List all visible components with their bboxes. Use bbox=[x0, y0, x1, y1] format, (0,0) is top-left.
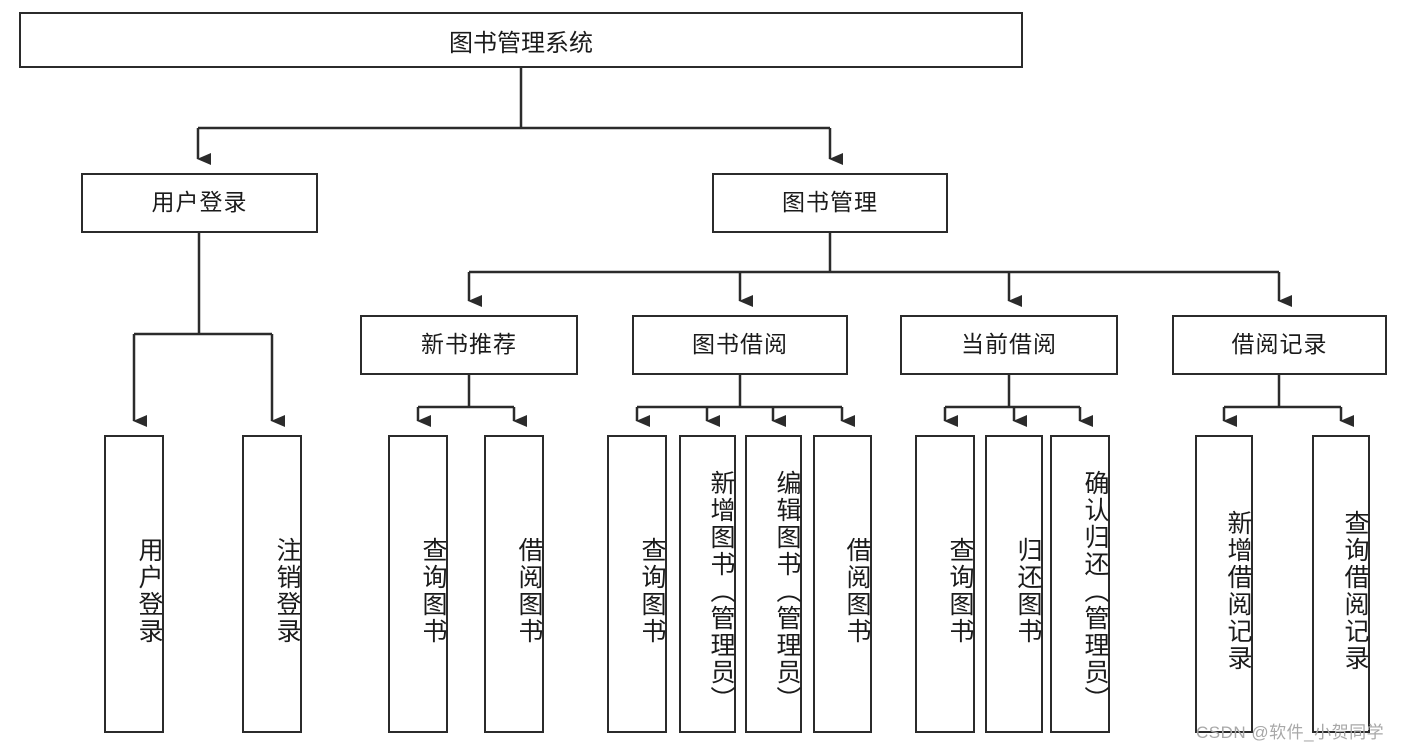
leaf-add-book-admin[interactable]: 新增图书（管理员） bbox=[679, 435, 736, 733]
leaf-borrow-book-label: 借阅图书 bbox=[843, 537, 871, 645]
leaf-borrow-book[interactable]: 借阅图书 bbox=[813, 435, 872, 733]
leaf-user-login[interactable]: 用户登录 bbox=[104, 435, 164, 733]
leaf-query-book-new[interactable]: 查询图书 bbox=[388, 435, 448, 733]
leaf-borrow-book-new[interactable]: 借阅图书 bbox=[484, 435, 544, 733]
leaf-edit-book-admin-label: 编辑图书（管理员） bbox=[773, 469, 801, 713]
leaf-add-borrow-record[interactable]: 新增借阅记录 bbox=[1195, 435, 1253, 733]
csdn-watermark: CSDN @软件_小贺同学 bbox=[1196, 723, 1385, 742]
node-book-management-label: 图书管理 bbox=[782, 189, 878, 216]
leaf-query-book-current[interactable]: 查询图书 bbox=[915, 435, 975, 733]
node-user-login[interactable]: 用户登录 bbox=[81, 173, 318, 233]
node-borrow-record[interactable]: 借阅记录 bbox=[1172, 315, 1387, 375]
leaf-confirm-return-admin[interactable]: 确认归还（管理员） bbox=[1050, 435, 1110, 733]
node-new-book-recommend-label: 新书推荐 bbox=[421, 331, 517, 358]
leaf-return-book[interactable]: 归还图书 bbox=[985, 435, 1043, 733]
node-book-borrow[interactable]: 图书借阅 bbox=[632, 315, 848, 375]
node-book-management[interactable]: 图书管理 bbox=[712, 173, 948, 233]
leaf-logout[interactable]: 注销登录 bbox=[242, 435, 302, 733]
node-book-borrow-label: 图书借阅 bbox=[692, 331, 788, 358]
node-borrow-record-label: 借阅记录 bbox=[1231, 331, 1328, 358]
leaf-edit-book-admin[interactable]: 编辑图书（管理员） bbox=[745, 435, 802, 733]
leaf-borrow-book-new-label: 借阅图书 bbox=[515, 537, 543, 645]
leaf-logout-label: 注销登录 bbox=[273, 537, 301, 645]
leaf-query-book-current-label: 查询图书 bbox=[946, 537, 974, 645]
leaf-user-login-label: 用户登录 bbox=[135, 537, 163, 645]
leaf-confirm-return-admin-label: 确认归还（管理员） bbox=[1081, 469, 1109, 713]
leaf-add-book-admin-label: 新增图书（管理员） bbox=[707, 469, 735, 713]
node-current-borrow[interactable]: 当前借阅 bbox=[900, 315, 1118, 375]
node-root-label: 图书管理系统 bbox=[449, 29, 593, 57]
node-current-borrow-label: 当前借阅 bbox=[961, 331, 1057, 358]
leaf-query-book-borrow-label: 查询图书 bbox=[638, 537, 666, 645]
leaf-query-borrow-record-label: 查询借阅记录 bbox=[1341, 510, 1369, 672]
leaf-return-book-label: 归还图书 bbox=[1014, 537, 1042, 645]
leaf-query-book-borrow[interactable]: 查询图书 bbox=[607, 435, 667, 733]
node-root[interactable]: 图书管理系统 bbox=[19, 12, 1023, 68]
node-new-book-recommend[interactable]: 新书推荐 bbox=[360, 315, 578, 375]
leaf-query-borrow-record[interactable]: 查询借阅记录 bbox=[1312, 435, 1370, 733]
leaf-query-book-new-label: 查询图书 bbox=[419, 537, 447, 645]
node-user-login-label: 用户登录 bbox=[151, 189, 248, 216]
leaf-add-borrow-record-label: 新增借阅记录 bbox=[1224, 510, 1252, 672]
